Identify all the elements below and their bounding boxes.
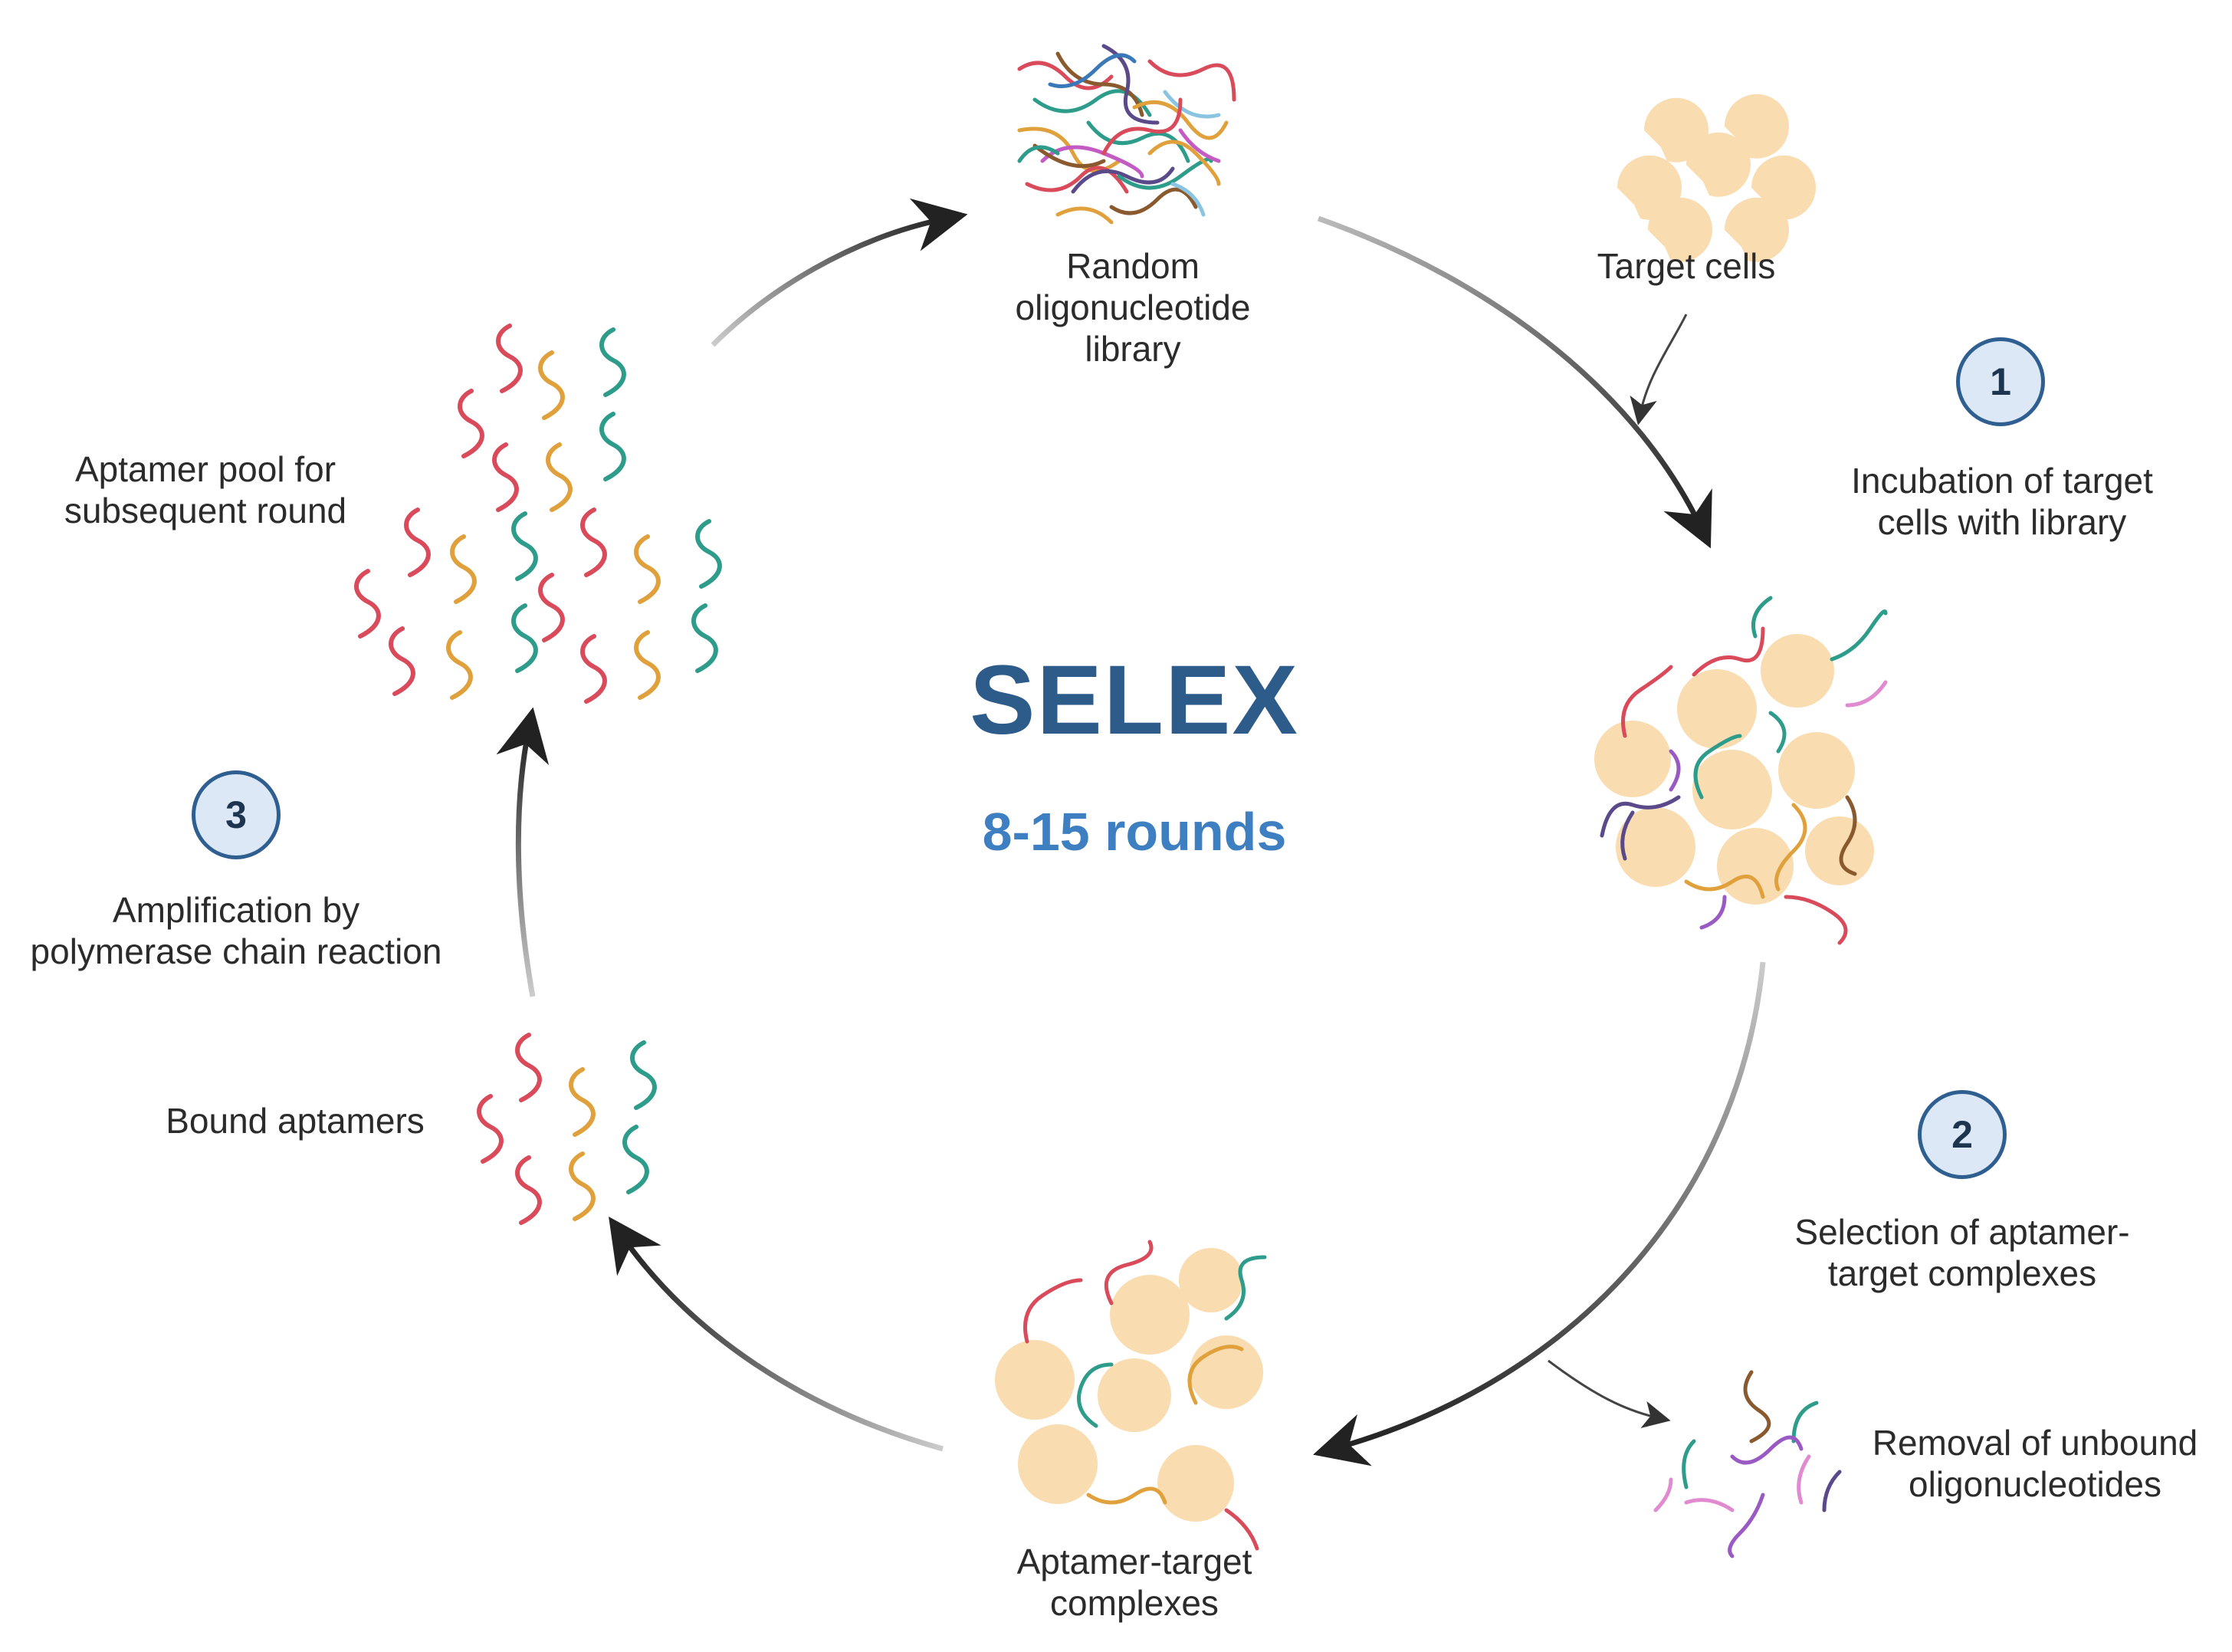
arrow-removal-out bbox=[1548, 1359, 1671, 1429]
complexes-cluster bbox=[995, 1240, 1267, 1551]
diagram-title: SELEX bbox=[970, 645, 1299, 755]
incubation-cluster bbox=[1594, 596, 1888, 945]
diagram-subtitle: 8-15 rounds bbox=[982, 802, 1287, 862]
arrow-incubation-to-selection bbox=[1313, 961, 1766, 1466]
arrow-pool-to-library bbox=[711, 198, 968, 347]
step-2-badge: 2 bbox=[1918, 1090, 2007, 1179]
bound-aptamers-label: Bound aptamers bbox=[166, 1101, 425, 1141]
arrow-bound-to-pool bbox=[496, 707, 550, 997]
target-cells-label: Target cells bbox=[1597, 246, 1776, 286]
step-2-label: Selection of aptamer-target complexes bbox=[1794, 1212, 2130, 1293]
step-3-badge: 3 bbox=[192, 770, 281, 859]
bound-aptamers bbox=[477, 1033, 657, 1225]
aptamer-pool bbox=[354, 324, 722, 704]
target-cells-cluster bbox=[1617, 94, 1816, 262]
arrow-target-cells-in bbox=[1630, 314, 1688, 425]
library-tangle bbox=[1017, 44, 1236, 225]
step-1-badge: 1 bbox=[1956, 337, 2045, 426]
arrow-library-to-incubation bbox=[1317, 215, 1712, 549]
arrow-complexes-to-bound bbox=[609, 1216, 944, 1452]
unbound-strands bbox=[1653, 1370, 1842, 1558]
